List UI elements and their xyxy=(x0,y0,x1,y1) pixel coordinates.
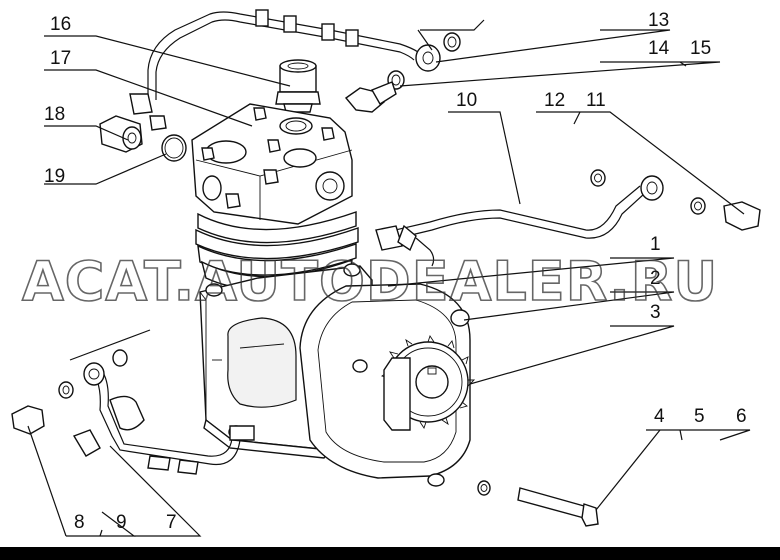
bottom-border xyxy=(0,547,780,560)
right-air-pipe xyxy=(377,185,641,235)
callout-14: 14 xyxy=(648,38,670,59)
o-ring-19 xyxy=(161,134,187,162)
callout-7: 7 xyxy=(166,512,177,533)
callout-17: 17 xyxy=(50,48,71,69)
callout-2: 2 xyxy=(650,268,661,289)
banjo-fitting-top xyxy=(415,44,441,72)
banjo-bolt-11 xyxy=(723,201,761,231)
compressor-drawing xyxy=(11,9,761,527)
callout-19: 19 xyxy=(44,166,65,187)
callout-1: 1 xyxy=(650,234,661,255)
callout-8: 8 xyxy=(74,512,85,533)
cylinder-head xyxy=(191,103,353,225)
upper-air-pipe xyxy=(147,11,419,100)
callout-6: 6 xyxy=(736,406,747,427)
sealing-washer-top xyxy=(443,32,461,52)
callout-9: 9 xyxy=(116,512,127,533)
callout-18: 18 xyxy=(44,104,65,125)
banjo-bolt-8 xyxy=(11,405,45,435)
leader-lines xyxy=(27,19,751,537)
callout-10: 10 xyxy=(456,90,477,111)
watermark-text: ACAT.AUTODEALER.RU xyxy=(22,250,718,313)
callout-3: 3 xyxy=(650,302,661,323)
banjo-fitting-right xyxy=(640,175,664,201)
cover-bolt-2 xyxy=(450,309,470,327)
callout-12: 12 xyxy=(544,90,565,111)
callout-5: 5 xyxy=(694,406,705,427)
callout-numbers: 16 17 18 19 13 14 15 10 12 11 1 2 3 4 5 … xyxy=(44,10,747,533)
callout-15: 15 xyxy=(690,38,711,59)
callout-13: 13 xyxy=(648,10,669,31)
long-bolt-4 xyxy=(477,480,599,527)
head-bolts xyxy=(201,107,335,209)
callout-4: 4 xyxy=(654,406,665,427)
callout-16: 16 xyxy=(50,14,71,35)
callout-11: 11 xyxy=(586,90,606,111)
